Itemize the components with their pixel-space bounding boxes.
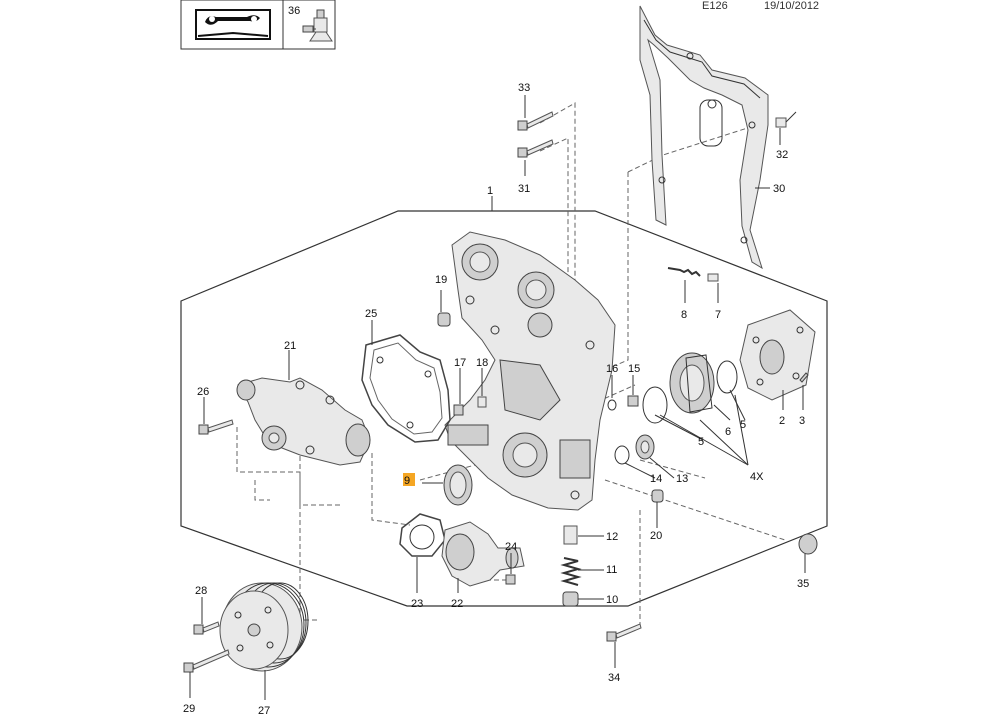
bolt-31 (517, 139, 554, 158)
callout-32[interactable]: 32 (776, 149, 788, 161)
callout-24[interactable]: 24 (505, 541, 517, 553)
callout-4x[interactable]: 4X (750, 471, 764, 483)
plug-15 (627, 395, 639, 407)
oil-pump-oring (642, 360, 738, 424)
callout-6[interactable]: 6 (725, 426, 731, 438)
callout-26[interactable]: 26 (197, 386, 209, 398)
callout-33[interactable]: 33 (518, 82, 530, 94)
cover-screw (799, 372, 809, 383)
thermostat-gasket (399, 513, 446, 557)
plug-13 (635, 434, 655, 460)
bolt-26 (198, 419, 234, 435)
plug-19 (437, 312, 451, 327)
water-pump-gasket (361, 334, 451, 443)
callout-7[interactable]: 7 (715, 309, 721, 321)
oil-pump-cover (739, 309, 816, 401)
dowel-pin (775, 111, 797, 128)
callout-29[interactable]: 29 (183, 703, 195, 715)
water-pump (236, 377, 371, 466)
relief-plug (707, 273, 719, 282)
timing-cover-casting (444, 231, 616, 511)
callout-23[interactable]: 23 (411, 598, 423, 610)
callout-15[interactable]: 15 (628, 363, 640, 375)
callout-27[interactable]: 27 (258, 705, 270, 717)
sealant-tube-icon (302, 9, 333, 42)
callout-14[interactable]: 14 (650, 473, 662, 485)
callout-16[interactable]: 16 (606, 363, 618, 375)
oil-pump-rotor (669, 352, 715, 414)
callout-20[interactable]: 20 (650, 530, 662, 542)
callout-10[interactable]: 10 (606, 594, 618, 606)
callout-5-top[interactable]: 5 (740, 419, 746, 431)
selected-callout-highlight (403, 473, 415, 486)
callout-17[interactable]: 17 (454, 357, 466, 369)
valve-plug (562, 591, 579, 607)
callout-28[interactable]: 28 (195, 585, 207, 597)
crankshaft-oil-seal (443, 464, 473, 506)
leader-lines (189, 95, 806, 700)
plug-18 (477, 396, 487, 408)
legend-ref-number: 36 (288, 5, 300, 17)
diagram-code: E126 (702, 0, 728, 12)
callout-21[interactable]: 21 (284, 340, 296, 352)
callout-2[interactable]: 2 (779, 415, 785, 427)
water-pump-pulley (219, 582, 309, 672)
callout-30[interactable]: 30 (773, 183, 785, 195)
legend-box: 36 (180, 0, 336, 50)
callout-34[interactable]: 34 (608, 672, 620, 684)
assembly-frame (180, 210, 828, 607)
timing-cover-gasket (639, 5, 769, 270)
callout-18[interactable]: 18 (476, 357, 488, 369)
callout-3[interactable]: 3 (799, 415, 805, 427)
callout-22[interactable]: 22 (451, 598, 463, 610)
callout-1[interactable]: 1 (487, 185, 493, 197)
callout-labels: 1 2 3 4X 5 5 6 7 8 9 10 11 12 13 14 15 1… (183, 82, 809, 717)
callout-11[interactable]: 11 (606, 564, 617, 576)
bolt-28 (193, 621, 220, 635)
diagram-date: 19/10/2012 (764, 0, 820, 12)
bolt-29 (183, 649, 230, 673)
valve-spring (560, 557, 582, 586)
plug-17 (453, 404, 464, 416)
callout-19[interactable]: 19 (435, 274, 447, 286)
callout-5-mid[interactable]: 5 (698, 436, 704, 448)
valve-piston (563, 525, 578, 545)
bolt-33 (517, 111, 554, 131)
callout-8[interactable]: 8 (681, 309, 687, 321)
callout-25[interactable]: 25 (365, 308, 377, 320)
callout-31[interactable]: 31 (518, 183, 530, 195)
seal-16 (607, 399, 617, 411)
callout-13[interactable]: 13 (676, 473, 688, 485)
thermostat-housing (441, 521, 525, 587)
callout-9[interactable]: 9 (404, 475, 410, 487)
plug-35 (798, 533, 818, 555)
repair-manual-icon (195, 9, 271, 40)
callout-35[interactable]: 35 (797, 578, 809, 590)
relief-spring (667, 267, 701, 277)
callout-12[interactable]: 12 (606, 531, 618, 543)
bolt-34 (606, 623, 642, 642)
seal-14 (614, 445, 630, 465)
bolt-24 (505, 574, 516, 585)
plug-20 (651, 489, 664, 503)
